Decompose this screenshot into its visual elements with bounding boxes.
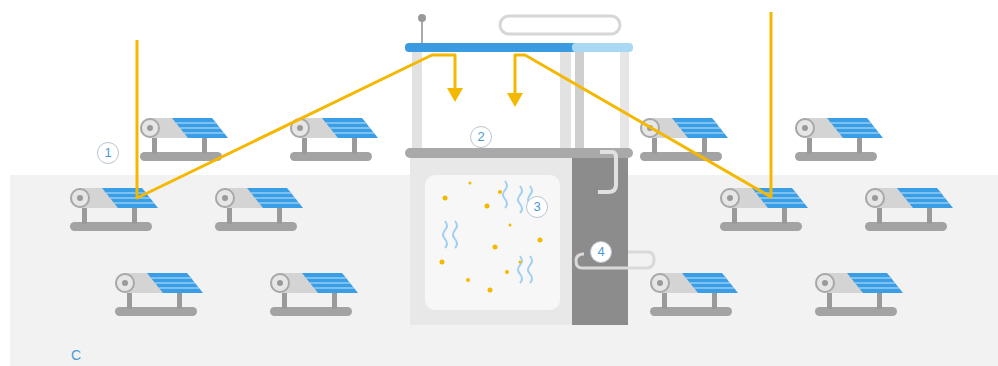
heliostat: [215, 188, 303, 231]
heliostat: [115, 273, 203, 316]
heliostat: [815, 273, 903, 316]
heliostat: [865, 188, 953, 231]
callout-number: 2: [470, 126, 492, 148]
heliostat: [650, 273, 738, 316]
ray-arrowhead: [447, 88, 523, 107]
callout-number: 4: [590, 241, 612, 263]
callout-number: 3: [526, 196, 548, 218]
heliostat: [140, 118, 228, 161]
ground: [10, 175, 998, 366]
heliostat-field: [70, 118, 953, 316]
heliostat: [640, 118, 728, 161]
heliostat: [795, 118, 883, 161]
receiver-tower: [405, 14, 654, 325]
sun-ray: [137, 12, 771, 198]
heliostat: [270, 273, 358, 316]
callout-number: 1: [97, 142, 119, 164]
panel-letter: C: [71, 347, 81, 363]
heliostat: [290, 118, 378, 161]
